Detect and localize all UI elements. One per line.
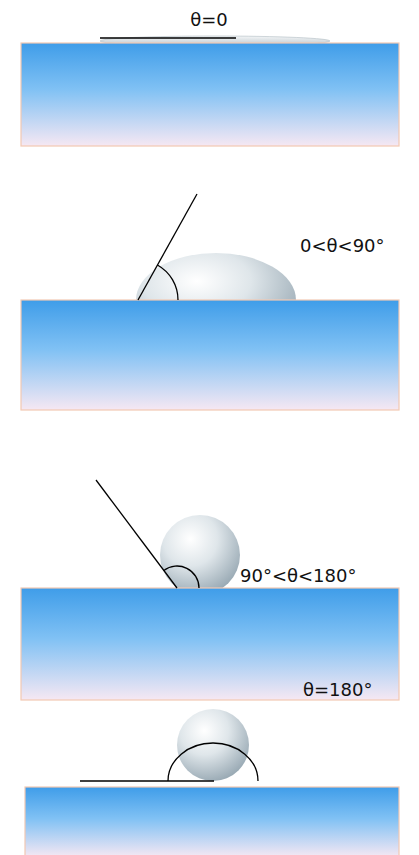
- liquid-drop: [177, 709, 249, 781]
- substrate: [21, 588, 399, 700]
- angle-arc: [168, 743, 258, 781]
- tangent-line: [100, 37, 236, 38]
- substrate: [21, 43, 399, 146]
- substrate: [25, 787, 399, 855]
- angle-label-box: 90°<θ<180°: [240, 566, 356, 587]
- angle-label-box: θ=0: [190, 10, 228, 31]
- angle-label: 90°<θ<180°: [240, 565, 356, 586]
- tangent-line: [80, 780, 214, 781]
- tangent-line: [96, 480, 177, 588]
- tangent-line: [138, 194, 197, 300]
- angle-label-box: 0<θ<90°: [300, 236, 385, 257]
- angle-label-box: θ=180°: [303, 680, 372, 701]
- liquid-drop: [160, 515, 240, 595]
- angle-label: θ=180°: [303, 679, 372, 700]
- angle-label: 0<θ<90°: [300, 235, 385, 256]
- angle-arc: [164, 566, 199, 588]
- angle-arc: [157, 265, 178, 300]
- substrate: [21, 300, 399, 410]
- angle-label: θ=0: [190, 9, 228, 30]
